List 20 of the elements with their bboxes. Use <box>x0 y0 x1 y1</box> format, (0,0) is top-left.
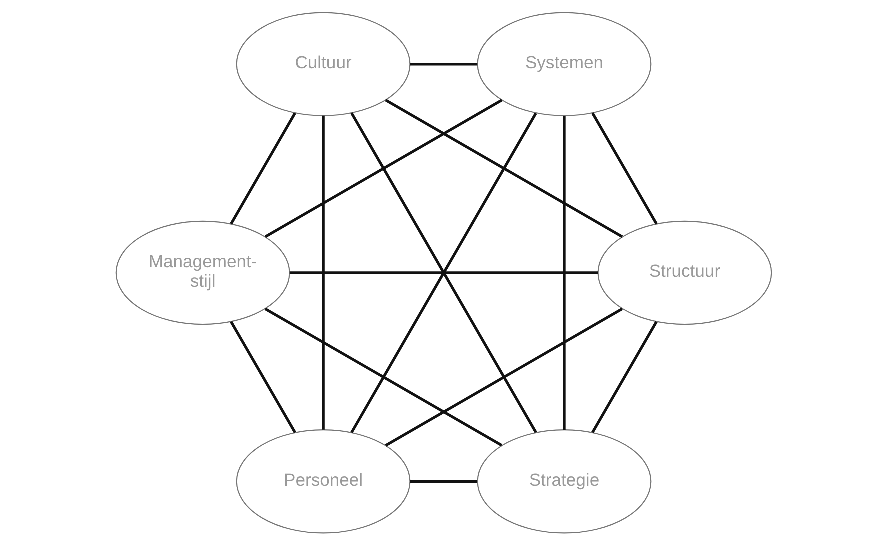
connector <box>591 112 658 225</box>
connector <box>230 112 296 225</box>
connector <box>384 99 623 238</box>
connector <box>384 308 623 447</box>
connector <box>230 321 296 434</box>
node-ellipse: Systemen <box>476 12 652 116</box>
node-ellipse: Strategie <box>476 430 652 534</box>
connector <box>322 116 324 430</box>
node-ellipse: Management- stijl <box>115 220 290 326</box>
connector <box>264 308 502 447</box>
node-ellipse: Personeel <box>236 430 410 534</box>
connector <box>410 480 477 484</box>
node-ellipse: Cultuur <box>236 12 410 116</box>
connector <box>410 62 478 66</box>
connector <box>350 112 537 434</box>
connector <box>264 99 502 238</box>
connector <box>591 321 658 434</box>
connector <box>289 272 598 274</box>
connector <box>562 116 566 430</box>
node-ellipse: Structuur <box>597 220 772 326</box>
